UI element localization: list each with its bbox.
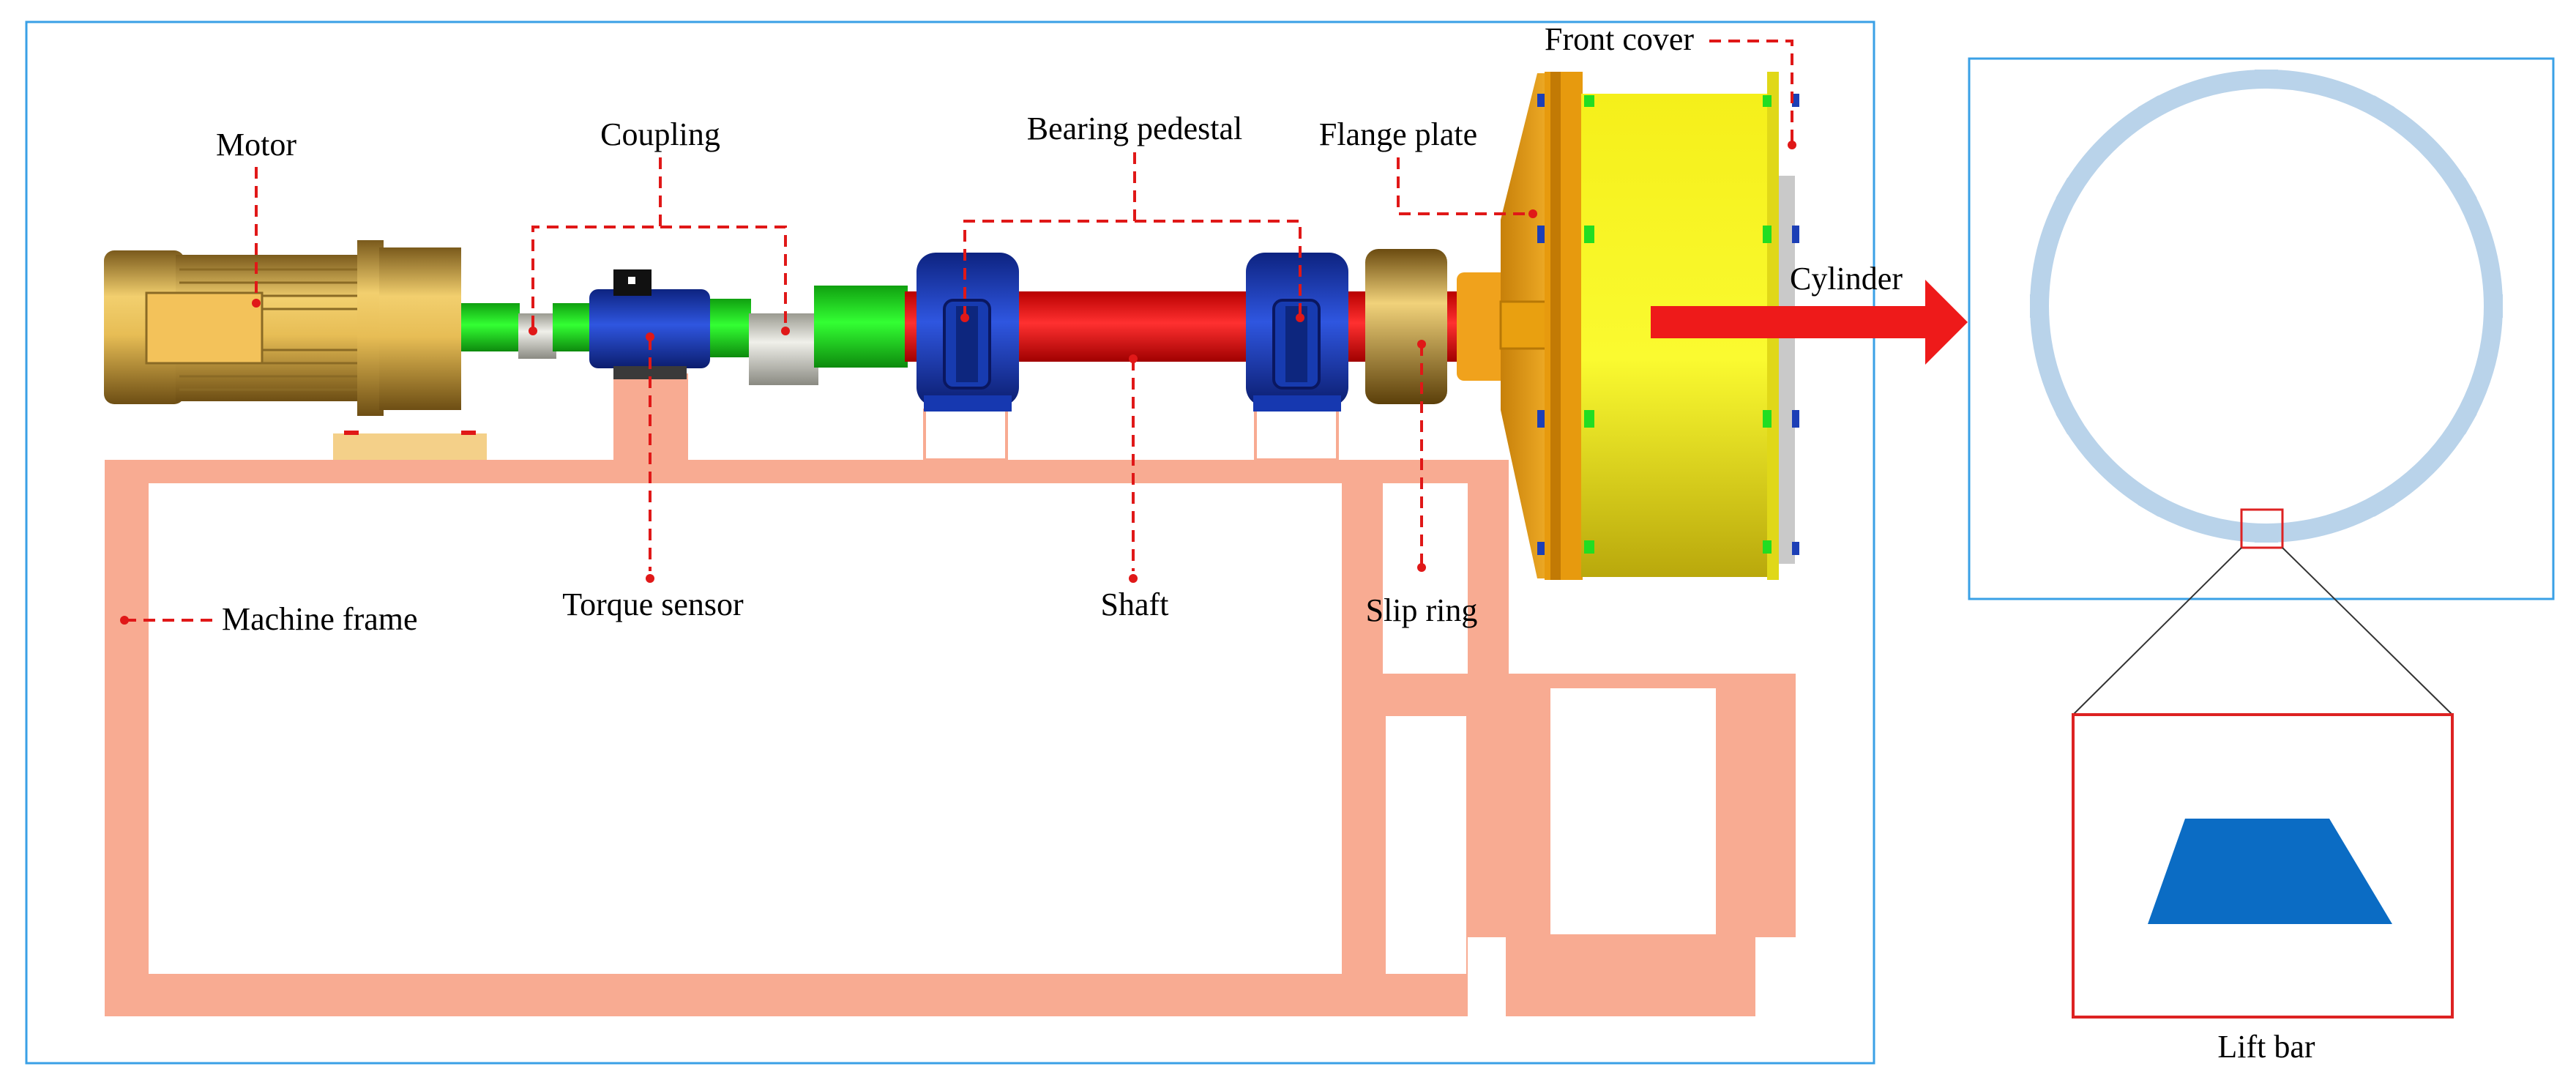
frame-main-opening <box>149 483 1342 974</box>
leader-bearing-pedestal <box>963 152 1136 316</box>
cross-section-panel <box>1968 57 2555 600</box>
lift-bar <box>2255 524 2278 543</box>
label-front-cover: Front cover <box>1545 21 1694 57</box>
lift-bar <box>2449 404 2477 435</box>
lift-bar <box>2056 177 2084 208</box>
label-slip-ring: Slip ring <box>1366 592 1478 628</box>
shaft-collar-green <box>814 286 908 368</box>
lift-bar-detail-shape <box>2148 819 2392 924</box>
coupling-green-left <box>553 303 589 351</box>
coupling-green-right <box>710 299 751 357</box>
label-machine-frame: Machine frame <box>222 601 418 637</box>
lift-bar <box>2255 70 2278 89</box>
cylinder-arrow <box>1651 280 1968 365</box>
lift-bar <box>2484 294 2503 318</box>
lift-bar <box>2030 294 2049 318</box>
lift-bar <box>2449 177 2477 208</box>
pedestal-foot-2 <box>1254 409 1339 461</box>
leader-front-cover <box>1709 40 1793 144</box>
zoom-marker <box>2240 508 2284 549</box>
lift-bars <box>2030 70 2503 543</box>
frame-post <box>1342 483 1383 974</box>
label-flange-plate: Flange plate <box>1319 116 1477 152</box>
label-cylinder: Cylinder <box>1790 261 1903 297</box>
motor-shaft <box>461 303 520 351</box>
label-lift-bar: Lift bar <box>2217 1029 2315 1065</box>
torque-sensor <box>589 269 710 379</box>
lift-bar <box>2056 404 2084 435</box>
flange-plate <box>1457 72 1583 580</box>
label-bearing-pedestal: Bearing pedestal <box>1027 111 1242 146</box>
lift-bar <box>2364 488 2395 517</box>
motor-foot <box>333 433 487 460</box>
bearing-pedestal-2 <box>1246 253 1348 412</box>
main-panel-border <box>25 21 1875 1065</box>
coupling-half-left <box>518 313 556 359</box>
label-torque-sensor: Torque sensor <box>562 587 744 622</box>
zoom-line-right <box>2282 547 2453 715</box>
lift-bar <box>2138 488 2168 517</box>
pedestal-foot-1 <box>923 409 1008 461</box>
zoom-line-left <box>2072 547 2242 715</box>
motor <box>104 240 476 435</box>
label-shaft: Shaft <box>1101 587 1169 622</box>
frame-openings <box>1383 483 1796 1016</box>
label-coupling: Coupling <box>600 116 720 152</box>
leader-coupling <box>531 157 662 329</box>
lift-bar <box>2364 95 2395 124</box>
bearing-pedestal-1 <box>916 253 1019 412</box>
coupling-half-right <box>749 313 818 385</box>
slip-ring <box>1365 249 1447 404</box>
lift-bar <box>2138 95 2168 124</box>
label-motor: Motor <box>216 127 296 163</box>
